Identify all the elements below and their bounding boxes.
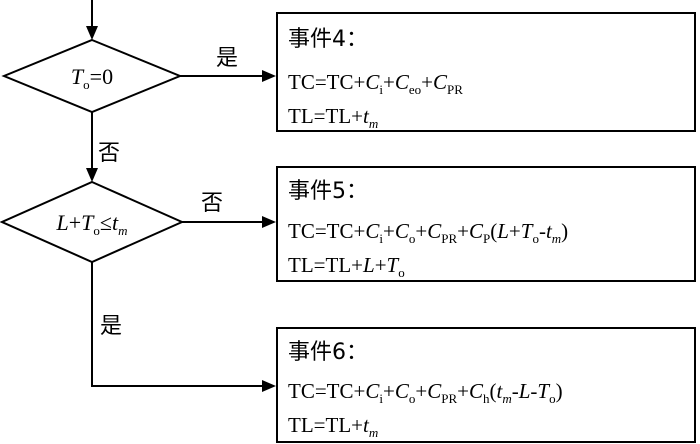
- event-6-title: 事件6：: [288, 340, 368, 365]
- edge-d2-yes-arrowhead: [262, 380, 276, 392]
- event-5-formula-cost: TC=TC+Ci+Co+CPR+CP(L+To-tm): [288, 219, 568, 246]
- decision-2-condition: L+To≤tm: [55, 210, 127, 238]
- event-5-title: 事件5：: [288, 179, 368, 204]
- edge-d1-yes-label: 是: [216, 46, 238, 71]
- event-4-formula-cost: TC=TC+Ci+Ceo+CPR: [288, 70, 463, 97]
- event-5-box: [276, 166, 696, 282]
- event-6-formula-time: TL=TL+tm: [288, 413, 378, 440]
- event-5-formula-time: TL=TL+L+To: [288, 253, 405, 280]
- event-4-title: 事件4：: [288, 27, 368, 52]
- edge-d2-yes-label: 是: [100, 314, 122, 339]
- flow-in-arrowhead: [86, 26, 98, 40]
- edge-d1-no-arrowhead: [86, 168, 98, 182]
- event-4-box: [276, 12, 696, 132]
- edge-d1-no-label: 否: [98, 141, 120, 166]
- edge-d2-no-arrowhead: [262, 216, 276, 228]
- edge-d2-no-label: 否: [201, 191, 223, 216]
- edge-d1-yes-arrowhead: [262, 70, 276, 82]
- edge-d2-yes-line: [91, 262, 268, 387]
- event-4-formula-time: TL=TL+tm: [288, 104, 378, 131]
- event-6-formula-cost: TC=TC+Ci+Co+CPR+Ch(tm-L-To): [288, 379, 563, 406]
- decision-1-condition: To=0: [71, 64, 113, 92]
- event-6-box: [276, 327, 696, 443]
